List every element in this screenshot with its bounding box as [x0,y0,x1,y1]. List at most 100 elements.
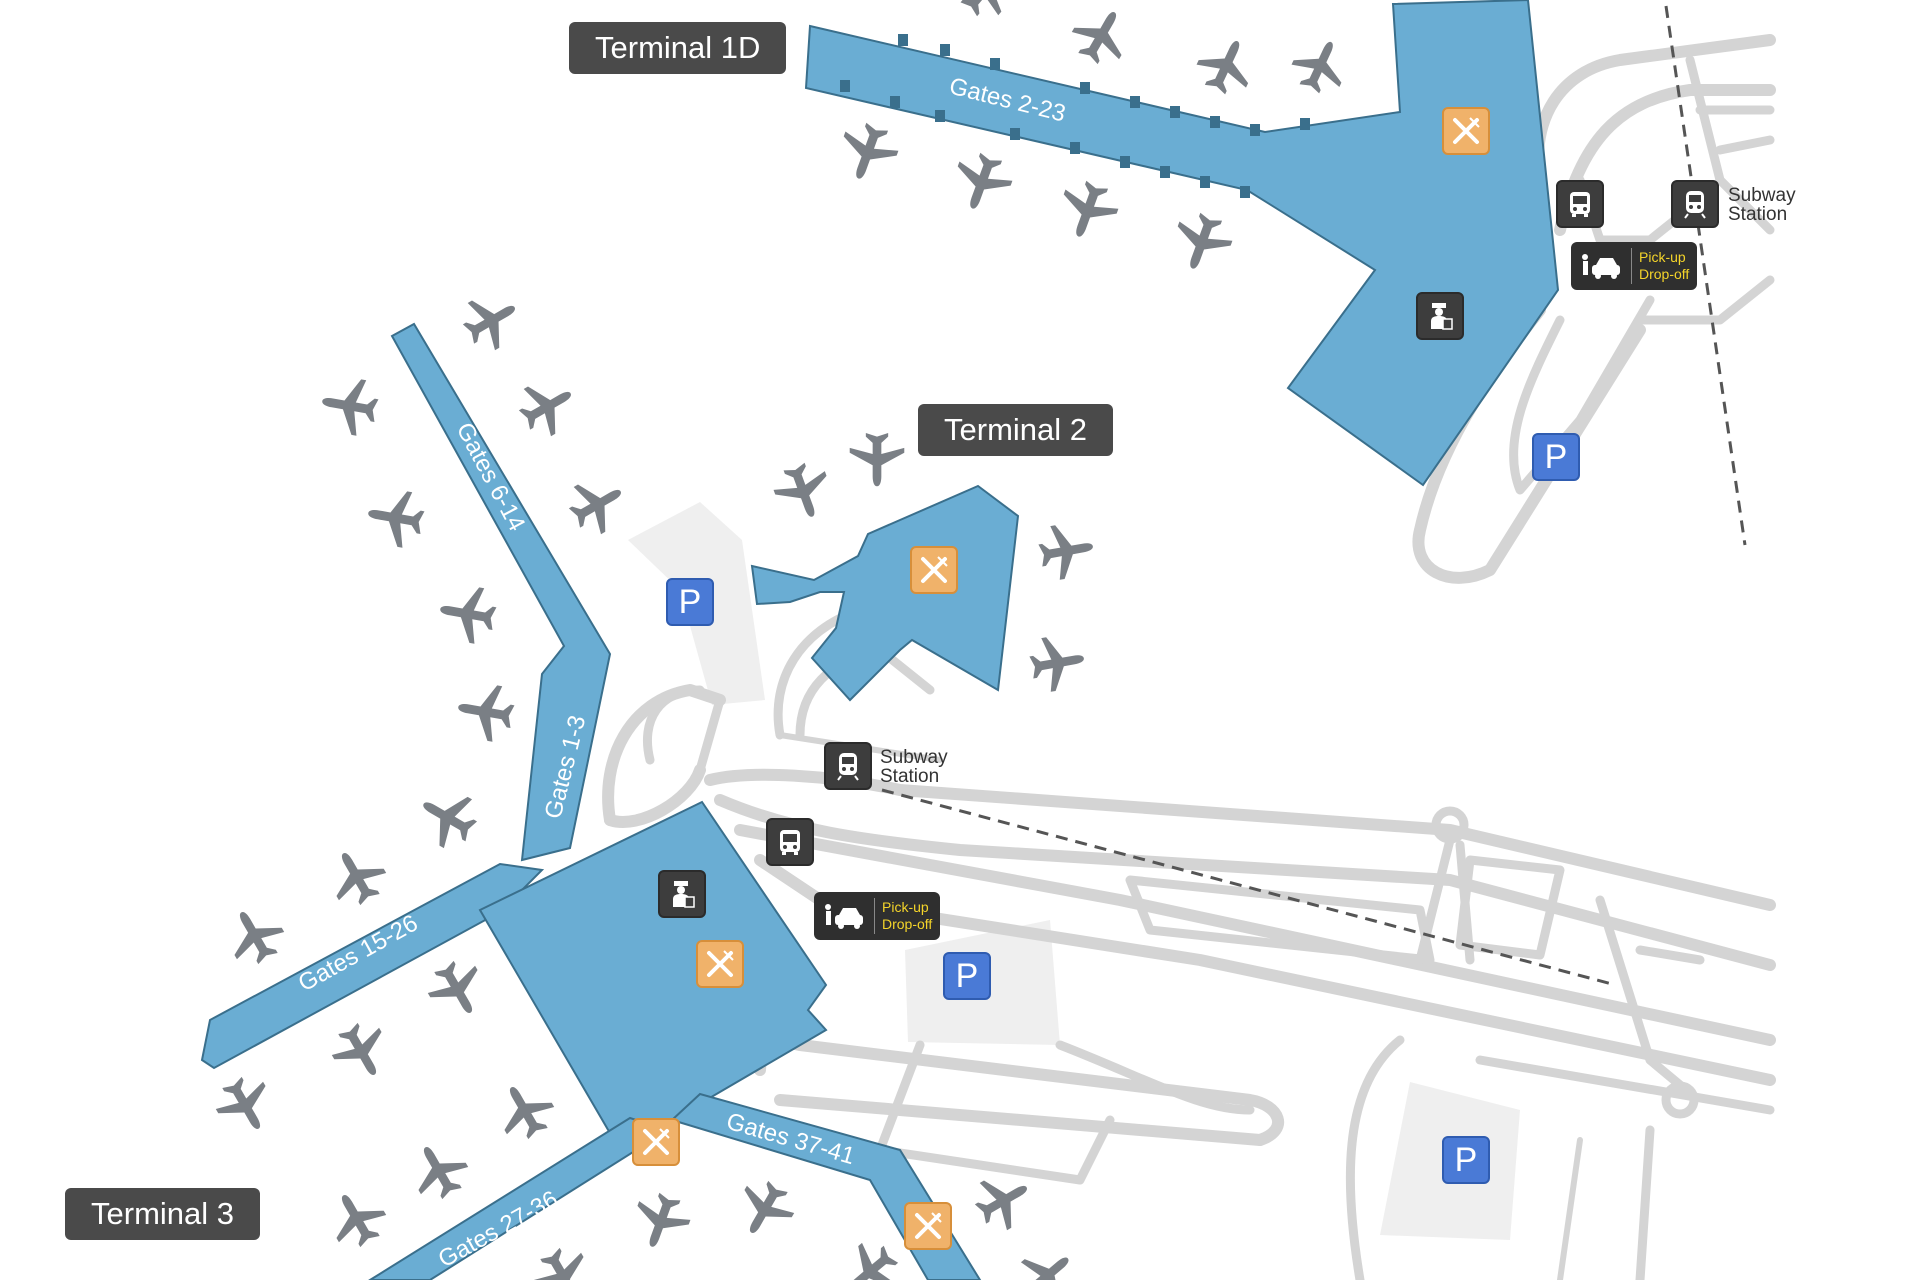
terminal-1d-building [804,0,1560,487]
pickup-label-line2: Drop-off [1639,266,1690,282]
pickup-dropoff-t1d[interactable]: Pick-up Drop-off [1571,242,1698,290]
subway-station-t1d[interactable] [1671,180,1719,228]
restaurant-icon-gates-37-41[interactable] [904,1202,952,1250]
airplane-icon [217,898,292,973]
airplane-icon [560,467,635,542]
restaurant-icon-t3[interactable] [696,940,744,988]
pickup-label-line1: Pick-up [882,899,929,915]
road [1685,55,1775,235]
road [695,695,725,775]
road [1635,1125,1655,1280]
road [604,764,706,828]
gate-marker [935,110,945,122]
subway-label-line2: Station [880,766,940,787]
road [1635,275,1775,325]
highway [734,824,1776,1046]
gate-marker [1120,156,1130,168]
bus-stop-t3[interactable] [766,818,814,866]
pickup-label-line2: Drop-off [882,916,933,932]
fork-knife-icon [921,556,948,583]
customs-t3[interactable] [658,870,706,918]
pickup-text: Pick-up Drop-off [882,899,932,933]
subway-label-line1: Subway [1728,185,1796,206]
road [1125,875,1435,965]
fork-knife-icon [1453,117,1480,144]
road [642,685,705,765]
gate-marker [898,34,908,46]
road [875,1040,1115,1185]
airplane-icon [1051,175,1124,247]
airplane-icon [849,432,905,487]
subway-line [1664,5,1747,546]
pier-gates-37-41 [670,1092,982,1280]
road [1509,295,1655,495]
road [1475,1055,1775,1115]
terminal-2-building [750,484,1020,702]
divider [1631,248,1632,284]
parking-icon-t3[interactable]: P [943,952,991,1000]
terminal-1d-concourse [804,0,1560,487]
gate-marker [1160,166,1170,178]
road [1635,945,1705,965]
airplane-icon [831,117,904,189]
bus-icon [1570,192,1590,217]
terminal-3-label: Terminal 3 [65,1188,260,1240]
airplane-icon [626,1187,696,1256]
gate-markers [840,34,1310,198]
road [1695,105,1775,155]
fork-knife-icon [643,1128,670,1155]
gate-marker [990,58,1000,70]
customs-t1d[interactable] [1416,292,1464,340]
gate-label-6-14: Gates 6-14 [451,418,531,536]
gate-marker [1240,186,1250,198]
terminal-3-building [200,322,982,1280]
pickup-dropoff-t3[interactable]: Pick-up Drop-off [814,892,941,940]
gate-marker [1170,106,1180,118]
airplane-icon [945,147,1018,219]
airplane-icon [454,283,529,358]
subway-train-icon [837,753,859,781]
airplane-icon [832,1233,909,1280]
bus-stop-t1d[interactable] [1556,180,1604,228]
restaurant-icon-t1d[interactable] [1442,107,1490,155]
parking-icon-t1d[interactable]: P [1532,433,1580,481]
road [1455,855,1565,960]
subway-station-label-t1d: Subway Station [1728,186,1796,224]
airplane-icon [435,581,500,647]
bus-icon [780,830,800,855]
airplane-icon [768,457,838,526]
customs-officer-icon [673,881,695,908]
airplane-icon [319,839,394,914]
airplane-icon [453,679,518,745]
airplane-icon [487,1073,562,1148]
gate-marker [1200,176,1210,188]
taxi-pickup-icon [1582,254,1620,279]
parking-icon-t2[interactable]: P [666,578,714,626]
gate-marker [1010,128,1020,140]
airplane-icon [363,485,428,551]
subway-train-icon [1684,191,1706,219]
road [774,1094,1266,1146]
restaurant-icon-gates-27-36[interactable] [632,1118,680,1166]
gate-marker [1300,118,1310,130]
airplane-icon [510,369,585,444]
airplane-icon [1165,207,1238,279]
pier-gates-27-36 [368,1116,671,1280]
airplane-icon [948,0,1023,27]
pier-gates-6-14 [390,322,612,862]
fork-knife-icon [707,950,734,977]
road [1345,1035,1405,1280]
restaurant-icon-t2[interactable] [910,546,958,594]
airplane-icon [1190,29,1263,102]
subway-station-t3[interactable] [824,742,872,790]
airplane-icon [401,1133,476,1208]
highway [704,768,1776,911]
gate-marker [890,96,900,108]
gate-marker [940,44,950,56]
airplane-icon [1026,631,1089,695]
airplane-icon [319,1181,394,1256]
customs-officer-icon [1431,303,1453,330]
parking-icon-south[interactable]: P [1442,1136,1490,1184]
gate-marker [1080,82,1090,94]
